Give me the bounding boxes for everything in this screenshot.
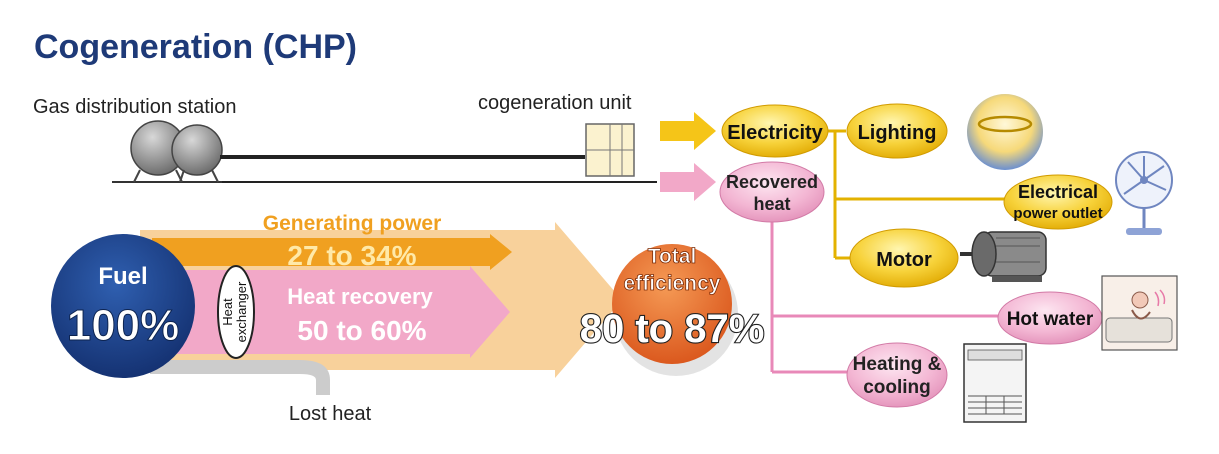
power-outlet-label-2: power outlet xyxy=(1013,205,1102,222)
heating-cooling-label-2: cooling xyxy=(863,377,931,398)
total-efficiency-circle: Total efficiency 80 to 87% xyxy=(579,244,765,376)
cogeneration-unit-label: cogeneration unit xyxy=(478,92,632,114)
ceiling-light-icon xyxy=(967,94,1043,170)
motor-label: Motor xyxy=(876,249,932,271)
heat-recovery-value: 50 to 60% xyxy=(297,315,426,346)
total-efficiency-value: 80 to 87% xyxy=(580,307,765,351)
heating-cooling-node: Heating & cooling xyxy=(846,342,948,408)
total-efficiency-label-1: Total xyxy=(648,245,697,268)
fuel-label: Fuel xyxy=(98,263,147,290)
recovered-heat-label-2: heat xyxy=(753,194,790,214)
hot-water-node: Hot water xyxy=(997,291,1103,345)
motor-icon xyxy=(960,231,1047,282)
bath-icon xyxy=(1101,275,1178,351)
generating-power-value: 27 to 34% xyxy=(287,240,416,271)
page-title: Cogeneration (CHP) xyxy=(34,28,357,66)
electricity-arrow xyxy=(660,112,716,150)
heat-arrow xyxy=(660,163,716,201)
hot-water-label: Hot water xyxy=(1007,309,1094,330)
lost-heat-arrow xyxy=(150,360,330,395)
cogeneration-unit-icon xyxy=(585,123,635,177)
fuel-value: 100% xyxy=(67,301,180,350)
lighting-node: Lighting xyxy=(846,103,948,159)
air-conditioner-icon xyxy=(963,343,1027,423)
gas-station-label: Gas distribution station xyxy=(33,96,237,118)
heat-exchanger-label-1: Heat xyxy=(220,298,235,326)
fuel-circle: Fuel 100% xyxy=(51,234,195,378)
generating-power-band xyxy=(152,234,512,270)
heat-exchanger-label-2: exchanger xyxy=(234,281,249,342)
motor-node: Motor xyxy=(849,228,959,288)
electricity-label: Electricity xyxy=(727,122,823,144)
lost-heat-label: Lost heat xyxy=(289,403,372,425)
recovered-heat-node: Recovered heat xyxy=(719,161,825,223)
heat-recovery-label: Heat recovery xyxy=(287,284,433,309)
heating-cooling-label-1: Heating & xyxy=(853,354,942,375)
lighting-label: Lighting xyxy=(858,122,937,144)
heat-exchanger-icon: Heat exchanger xyxy=(217,265,255,359)
heat-lines xyxy=(770,216,998,374)
electricity-node: Electricity xyxy=(721,104,829,158)
power-outlet-label-1: Electrical xyxy=(1018,182,1098,202)
total-efficiency-label-2: efficiency xyxy=(624,272,721,295)
power-outlet-node: Electrical power outlet xyxy=(1003,174,1113,230)
electric-lines xyxy=(826,129,1006,260)
generating-power-label: Generating power xyxy=(263,212,442,235)
gas-tank-icon xyxy=(112,120,223,183)
electric-fan-icon xyxy=(1115,151,1173,235)
recovered-heat-label-1: Recovered xyxy=(726,172,818,192)
